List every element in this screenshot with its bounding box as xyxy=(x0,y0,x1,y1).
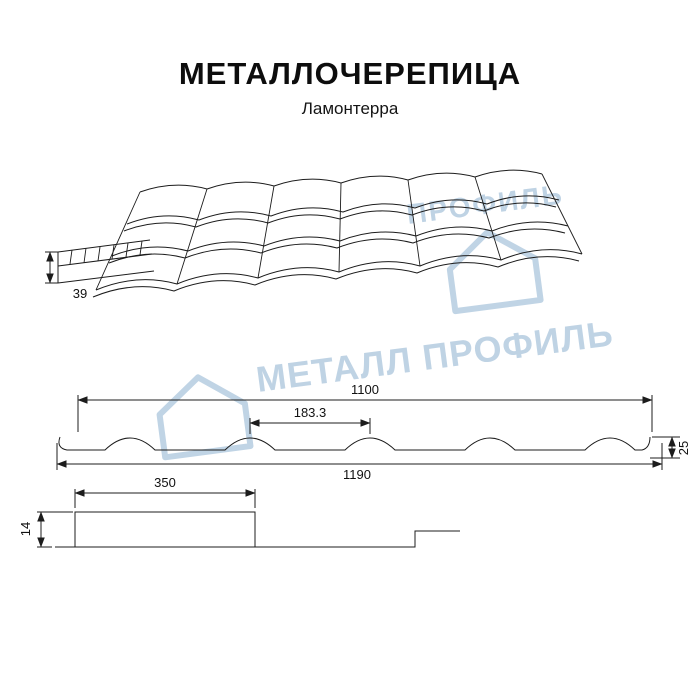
dim-350: 350 xyxy=(74,475,256,508)
dim-39-label: 39 xyxy=(73,286,87,301)
dim-183: 183.3 xyxy=(249,405,371,434)
extension-lines xyxy=(74,489,256,508)
dim-39: 39 xyxy=(45,251,87,301)
dim-14-label: 14 xyxy=(18,522,33,536)
profile-outline xyxy=(58,436,651,451)
metall-profil-logo-icon xyxy=(156,374,254,461)
dim-350-label: 350 xyxy=(154,475,176,490)
extension-lines xyxy=(37,511,73,548)
hatch-marks xyxy=(69,240,143,265)
dim-1190-label: 1190 xyxy=(343,467,371,482)
watermark-text: МЕТАЛЛ ПРОФИЛЬ xyxy=(254,312,616,400)
roof-3d-view: 39 xyxy=(45,169,583,301)
extension-lines xyxy=(45,251,58,284)
dim-25-label: 25 xyxy=(676,441,691,455)
metall-profil-logo-icon xyxy=(446,229,544,315)
tile-row-curve xyxy=(126,195,560,225)
dim-1100: 1100 xyxy=(77,382,653,432)
dim-1100-label: 1100 xyxy=(351,382,379,397)
overlap-step-outline xyxy=(74,511,256,547)
extension-lines xyxy=(56,443,663,470)
tile-step-lip xyxy=(92,256,580,298)
overlap-cross-section: 350 14 xyxy=(18,475,460,548)
overlap-outline xyxy=(55,530,460,548)
extension-lines xyxy=(249,418,371,434)
watermark-top: ПРОФИЛЬ xyxy=(405,179,565,315)
page-title: МЕТАЛЛОЧЕРЕПИЦА xyxy=(178,56,522,91)
dim-14: 14 xyxy=(18,511,73,548)
dim-183-label: 183.3 xyxy=(294,405,327,420)
profile-cross-section: 1100 183.3 25 1190 xyxy=(56,382,691,482)
tile-column-lines xyxy=(95,173,583,291)
watermark-center: МЕТАЛЛ ПРОФИЛЬ xyxy=(156,312,616,461)
dim-25: 25 xyxy=(650,436,691,459)
dim-1190: 1190 xyxy=(56,443,663,482)
page-subtitle: Ламонтерра xyxy=(301,99,399,118)
eave-strip-lines xyxy=(57,239,155,284)
